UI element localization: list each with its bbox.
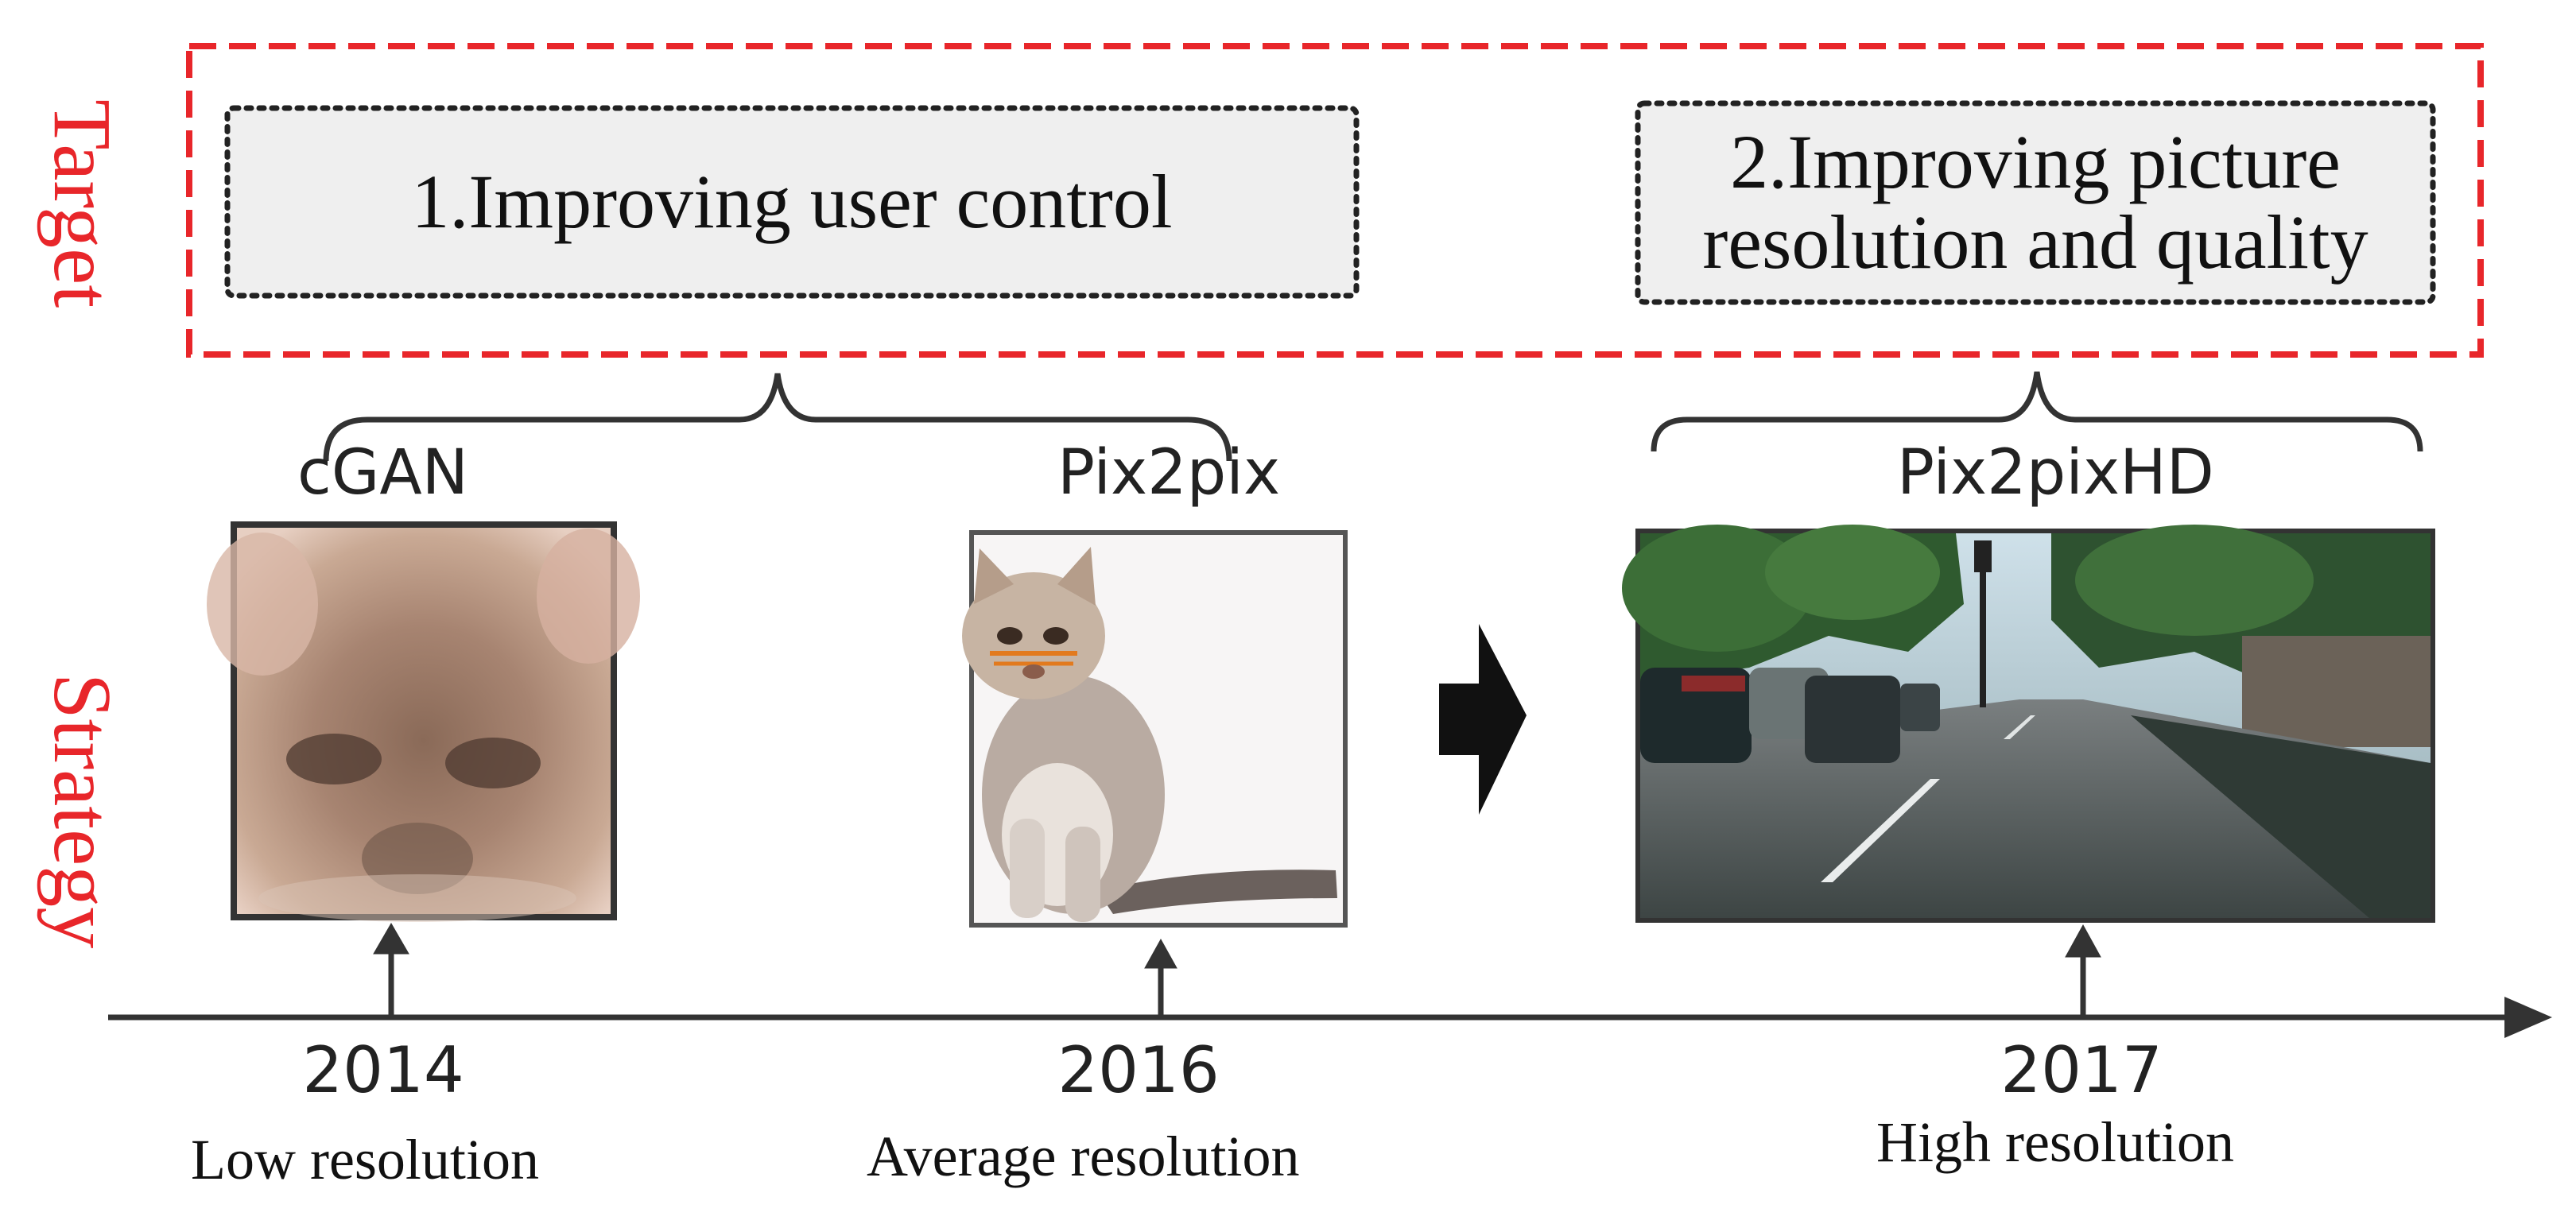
street-scene-image [1622,525,2435,923]
model-label-pix2pix: Pix2pix [1057,437,1281,509]
resolution-2014: Low resolution [191,1128,539,1191]
brace-right [1651,371,2423,452]
year-2017: 2017 [2000,1033,2163,1107]
target-2-line2: resolution and quality [1702,199,2368,285]
model-label-pix2pixhd: Pix2pixHD [1897,437,2214,509]
resolution-2017: High resolution [1876,1110,2234,1174]
target-2-line1: 2.Improving picture [1730,119,2341,205]
progress-arrow-icon [1439,624,1527,815]
arrow-2014-head [373,923,409,955]
arrow-2016-head [1144,938,1177,969]
timeline-arrow-icon [2504,997,2552,1038]
target-1-box [224,105,1360,299]
resolution-2016: Average resolution [867,1125,1300,1188]
target-2-box [1635,100,2436,305]
year-2014: 2014 [302,1033,464,1107]
arrow-2017-head [2065,924,2101,958]
year-arrows [373,923,2101,1016]
brace-left [323,373,1232,462]
blurry-cat-image [207,521,640,922]
target-1-text: 1.Improving user control [411,158,1173,244]
target-2-text: 2.Improving picture resolution and quali… [1638,103,2433,302]
target-box [186,43,2484,358]
year-2016: 2016 [1057,1033,1220,1107]
kitten-image [962,530,1348,928]
model-label-cgan: cGAN [297,437,469,509]
